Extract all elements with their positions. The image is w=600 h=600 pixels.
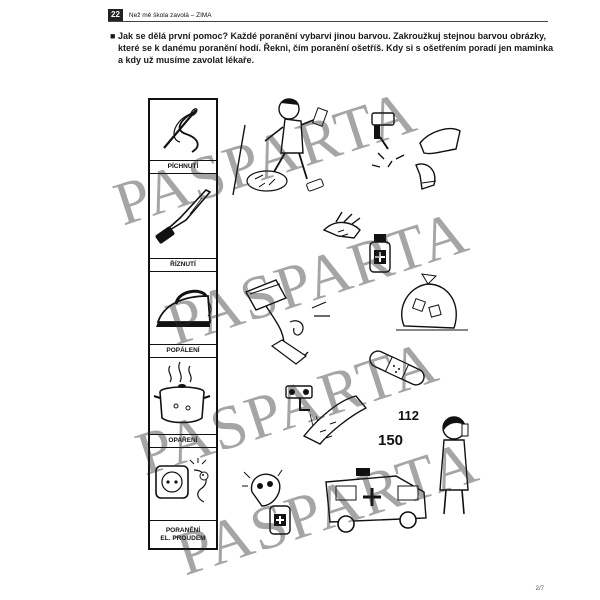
label-piercing-text: PÍCHNUTÍ bbox=[167, 163, 199, 170]
exercise-instruction: ■ Jak se dělá první pomoc? Každé poraněn… bbox=[110, 30, 558, 66]
label-electric-line1: PORANĚNÍ bbox=[165, 526, 201, 534]
pot-cell bbox=[150, 358, 216, 434]
label-burn-text: POPÁLENÍ bbox=[166, 347, 200, 354]
needle-thread-icon bbox=[163, 108, 199, 153]
scene-shocked-figure bbox=[242, 469, 291, 535]
label-scald-text: OPAŘENÍ bbox=[168, 437, 198, 444]
iron-icon bbox=[156, 289, 212, 327]
socket-cell bbox=[150, 448, 216, 520]
label-cut: ŘÍZNUTÍ bbox=[150, 258, 216, 272]
scene-spilled-pot bbox=[245, 279, 330, 365]
ice-bag-icon bbox=[396, 273, 468, 331]
needle-cell bbox=[150, 100, 216, 160]
injury-table: PÍCHNUTÍ ŘÍZNUTÍ POPÁLENÍ bbox=[148, 98, 218, 550]
running-title: Než mě škola zavolá – ZIMA bbox=[128, 11, 212, 19]
label-electric-line2: EL. PROUDEM bbox=[160, 534, 206, 542]
label-electric-shock: PORANĚNÍ EL. PROUDEM bbox=[150, 520, 216, 548]
knife-icon bbox=[155, 189, 212, 244]
scene-cold-water-arm bbox=[285, 385, 368, 445]
instruction-text: Jak se dělá první pomoc? Každé poranění … bbox=[118, 31, 554, 65]
bandage-icon bbox=[369, 350, 425, 386]
label-cut-text: ŘÍZNUTÍ bbox=[170, 261, 196, 268]
bullet-icon: ■ bbox=[110, 31, 116, 41]
emergency-number-150: 150 bbox=[378, 432, 404, 449]
scene-hand-splinter bbox=[371, 112, 461, 190]
label-burn: POPÁLENÍ bbox=[150, 344, 216, 358]
scene-hand-disinfect bbox=[322, 211, 391, 273]
page-number: 22 bbox=[108, 9, 123, 21]
iron-cell bbox=[150, 272, 216, 344]
scene-woman-phone bbox=[439, 416, 469, 515]
label-piercing: PÍCHNUTÍ bbox=[150, 160, 216, 174]
page-footer: 2/7 bbox=[535, 586, 544, 592]
electric-socket-icon bbox=[155, 458, 209, 503]
scene-boy-tripping bbox=[232, 98, 329, 196]
knife-cell bbox=[150, 174, 216, 258]
emergency-number-112: 112 bbox=[398, 408, 419, 423]
page-header: 22 Než mě škola zavolá – ZIMA bbox=[108, 9, 548, 22]
ambulance-icon bbox=[325, 468, 427, 533]
label-scald: OPAŘENÍ bbox=[150, 434, 216, 448]
steaming-pot-icon bbox=[153, 361, 211, 424]
